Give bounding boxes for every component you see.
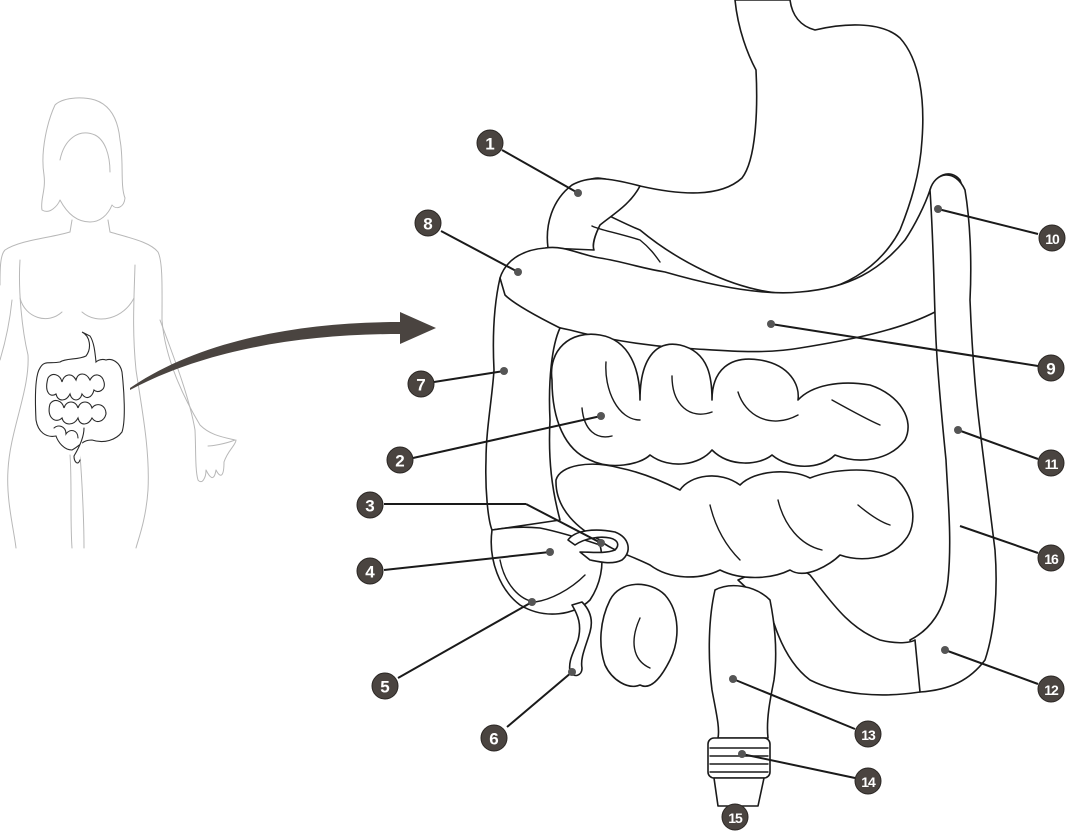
svg-text:9: 9: [1046, 360, 1055, 379]
label-badge-2: 2: [386, 446, 414, 474]
svg-text:10: 10: [1045, 231, 1060, 247]
pointer-dot-5: [528, 598, 536, 606]
leader-10: [937, 208, 1039, 235]
leader-6: [506, 671, 573, 728]
svg-text:6: 6: [489, 730, 498, 749]
leader-16: [959, 525, 1039, 554]
label-badge-11: 11: [1037, 449, 1065, 477]
label-badge-1: 1: [476, 129, 504, 157]
pointer-dot-6: [568, 668, 576, 676]
duodenum-bulb: [546, 177, 641, 251]
leader-1: [501, 149, 579, 194]
label-badge-10: 10: [1038, 224, 1066, 252]
label-badge-14: 14: [854, 767, 882, 795]
leader-8: [440, 230, 519, 273]
svg-text:16: 16: [1044, 551, 1059, 567]
ascending-colon: [485, 277, 561, 531]
label-badge-9: 9: [1037, 354, 1065, 382]
leader-9: [770, 323, 1039, 367]
anal-canal: [713, 777, 765, 807]
cecum: [490, 526, 603, 615]
leader-4: [383, 551, 551, 571]
pointer-dot-14: [738, 750, 746, 758]
enlarged-digestive-tract: [485, 0, 997, 807]
label-badge-13: 13: [854, 720, 882, 748]
pointer-dot-7: [500, 367, 508, 375]
label-badge-4: 4: [356, 557, 384, 585]
svg-text:1: 1: [485, 135, 494, 154]
svg-text:11: 11: [1045, 456, 1059, 472]
pointer-dot-12: [941, 646, 949, 654]
svg-text:4: 4: [365, 563, 375, 582]
stomach: [571, 0, 924, 295]
pointer-dot-1: [574, 189, 582, 197]
pointer-dot-11: [954, 426, 962, 434]
label-badge-3: 3: [356, 491, 384, 519]
svg-text:3: 3: [365, 497, 374, 516]
pointer-dot-3: [597, 539, 605, 547]
svg-text:7: 7: [416, 376, 425, 395]
svg-text:15: 15: [728, 810, 743, 826]
svg-text:13: 13: [861, 727, 876, 743]
svg-text:12: 12: [1044, 682, 1059, 698]
leader-2: [412, 415, 602, 459]
label-badge-6: 6: [480, 724, 508, 752]
pointer-dot-8: [514, 268, 522, 276]
pointer-dot-9: [767, 320, 775, 328]
label-badge-16: 16: [1037, 544, 1065, 572]
svg-text:14: 14: [861, 774, 876, 790]
rectum: [708, 584, 777, 739]
figure-head: [41, 97, 126, 223]
leader-14: [741, 753, 856, 779]
pointer-dot-4: [546, 548, 554, 556]
label-badge-15: 15: [721, 803, 749, 831]
anal-sphincter: [707, 737, 771, 779]
leader-5: [397, 601, 533, 679]
ileocecal-valve: [567, 529, 629, 564]
label-badge-12: 12: [1037, 675, 1065, 703]
descending-colon: [909, 174, 997, 693]
pointer-dot-10: [934, 205, 942, 213]
body-figure-inset: [0, 97, 237, 549]
leader-11: [957, 429, 1039, 460]
small-intestine-lower: [555, 463, 914, 579]
svg-text:5: 5: [380, 678, 389, 697]
pointer-dot-13: [729, 675, 737, 683]
svg-text:2: 2: [395, 452, 404, 471]
pointer-dot-2: [597, 412, 605, 420]
label-badge-5: 5: [371, 672, 399, 700]
leader-12: [944, 649, 1039, 685]
small-intestine-upper: [550, 333, 909, 467]
appendix: [568, 601, 593, 677]
label-badge-7: 7: [407, 370, 435, 398]
svg-text:8: 8: [423, 215, 432, 234]
small-intestine-ileum: [600, 583, 678, 687]
figure-torso: [0, 231, 71, 286]
leader-13: [732, 678, 856, 730]
pointer-arrow: [130, 312, 436, 390]
figure-gut: [34, 331, 125, 464]
leader-3b: [525, 503, 602, 544]
label-badge-8: 8: [414, 209, 442, 237]
leader-7: [433, 370, 505, 383]
callout-labels: 1 2 3 4 5 6 7 8 9 10 11 12 13 14 15 16: [356, 129, 1066, 831]
